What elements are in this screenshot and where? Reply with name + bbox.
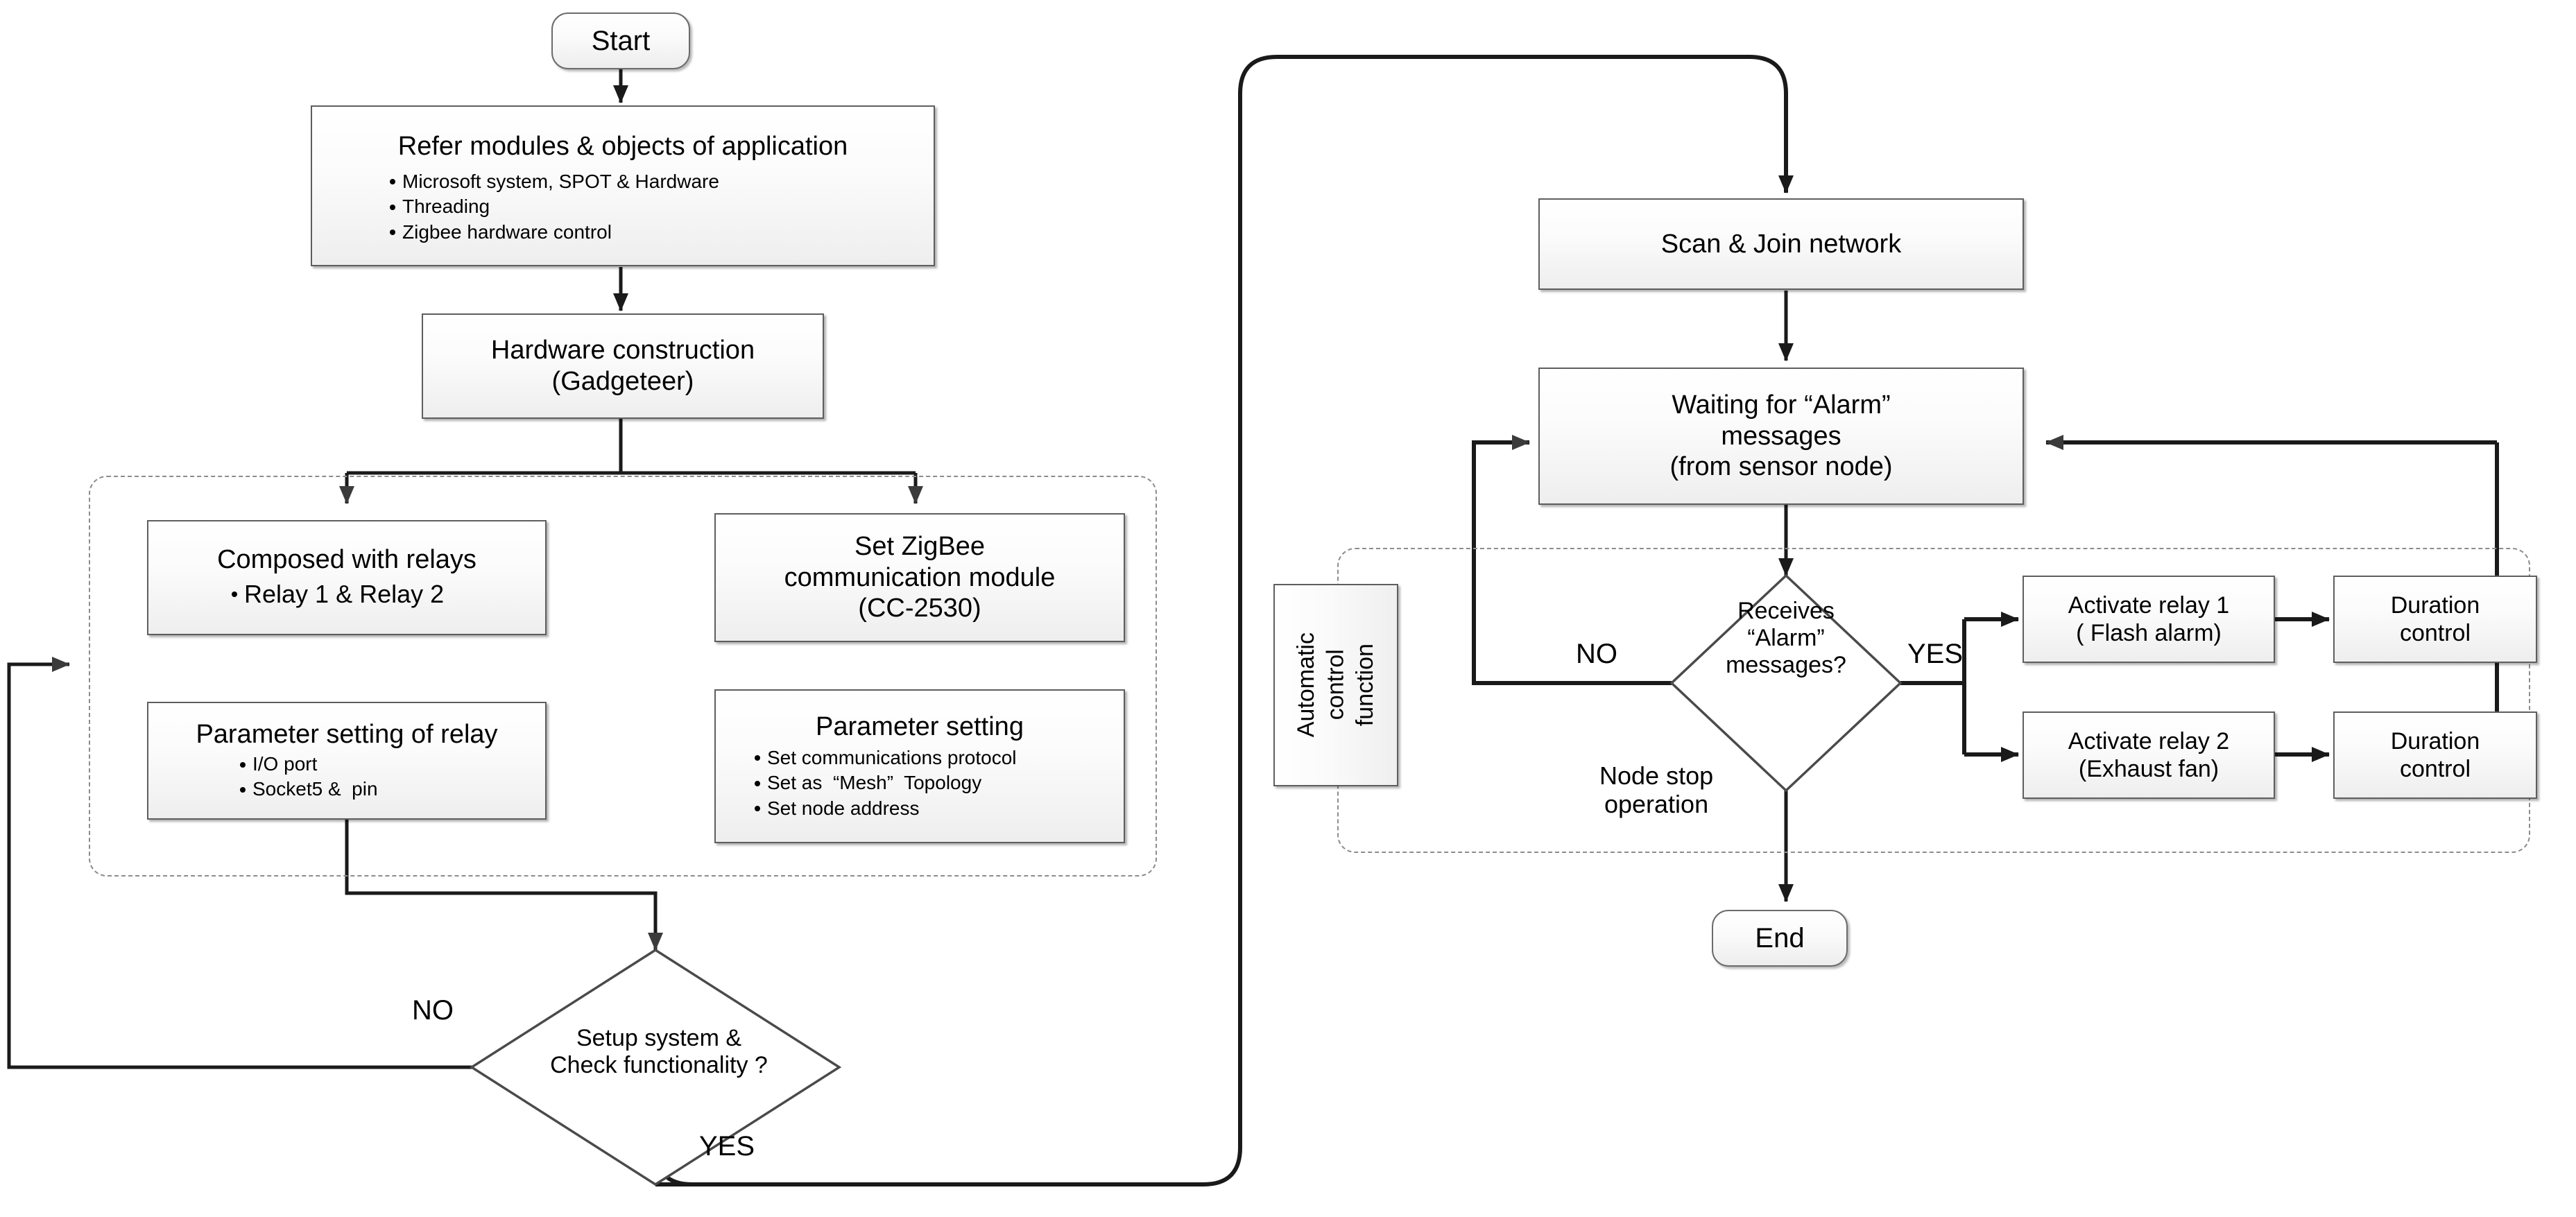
bullet-item: Zigbee hardware control xyxy=(381,220,934,245)
node-refer-modules[interactable]: Refer modules & objects of application M… xyxy=(311,105,935,266)
decision-receives-alarm-yes-label: YES xyxy=(1907,639,1964,669)
node-waiting-alarm-title: Waiting for “Alarm” messages (from senso… xyxy=(1669,390,1893,482)
node-set-zigbee-module[interactable]: Set ZigBee communication module (CC-2530… xyxy=(714,513,1125,642)
node-automatic-control-function-label: Automatic control function xyxy=(1293,632,1379,738)
node-hardware-construction-title: Hardware construction (Gadgeteer) xyxy=(490,336,755,396)
group-frame-hardware-setup xyxy=(89,476,1157,877)
node-refer-modules-title: Refer modules & objects of application xyxy=(397,132,848,161)
node-activate-relay-1[interactable]: Activate relay 1 ( Flash alarm) xyxy=(2023,576,2275,663)
terminal-end[interactable]: End xyxy=(1712,910,1848,967)
node-scan-join-network[interactable]: Scan & Join network xyxy=(1538,198,2024,290)
node-parameter-setting-zigbee-title: Parameter setting xyxy=(816,712,1024,741)
node-hardware-construction[interactable]: Hardware construction (Gadgeteer) xyxy=(422,313,824,419)
node-duration-control-2[interactable]: Duration control xyxy=(2333,711,2537,799)
bullet-item: Set node address xyxy=(746,796,1124,821)
node-composed-with-relays-bullets: Relay 1 & Relay 2 xyxy=(223,578,545,611)
node-parameter-setting-relay-bullets: I/O port Socket5 & pin xyxy=(232,752,545,802)
bullet-item: Relay 1 & Relay 2 xyxy=(223,578,545,611)
decision-setup-check-no-label: NO xyxy=(412,995,454,1026)
decision-receives-alarm-label: Receives “Alarm” messages? xyxy=(1726,598,1846,679)
bullet-item: Threading xyxy=(381,194,934,219)
node-composed-with-relays[interactable]: Composed with relays Relay 1 & Relay 2 xyxy=(147,520,547,635)
node-waiting-alarm[interactable]: Waiting for “Alarm” messages (from senso… xyxy=(1538,368,2024,505)
node-duration-control-1-title: Duration control xyxy=(2390,592,2480,646)
decision-receives-alarm-no-label: NO xyxy=(1576,639,1617,669)
node-parameter-setting-relay[interactable]: Parameter setting of relay I/O port Sock… xyxy=(147,702,547,820)
bullet-item: Set as “Mesh” Topology xyxy=(746,770,1124,795)
bullet-item: I/O port xyxy=(232,752,545,777)
decision-setup-check-yes-label: YES xyxy=(699,1131,755,1162)
node-parameter-setting-relay-title: Parameter setting of relay xyxy=(196,720,498,750)
decision-node-stop-operation-label: Node stop operation xyxy=(1599,761,1714,819)
node-parameter-setting-zigbee-bullets: Set communications protocol Set as “Mesh… xyxy=(746,745,1124,821)
node-activate-relay-1-title: Activate relay 1 ( Flash alarm) xyxy=(2068,592,2230,646)
node-duration-control-1[interactable]: Duration control xyxy=(2333,576,2537,663)
bullet-item: Socket5 & pin xyxy=(232,777,545,802)
node-composed-with-relays-title: Composed with relays xyxy=(217,545,476,575)
terminal-start[interactable]: Start xyxy=(551,12,690,69)
node-duration-control-2-title: Duration control xyxy=(2390,727,2480,782)
node-automatic-control-function[interactable]: Automatic control function xyxy=(1273,584,1398,786)
node-activate-relay-2-title: Activate relay 2 (Exhaust fan) xyxy=(2068,727,2230,782)
node-scan-join-network-title: Scan & Join network xyxy=(1660,229,1902,259)
bullet-item: Set communications protocol xyxy=(746,745,1124,770)
decision-setup-check-label: Setup system & Check functionality ? xyxy=(550,1025,768,1079)
terminal-end-label: End xyxy=(1755,922,1805,953)
node-activate-relay-2[interactable]: Activate relay 2 (Exhaust fan) xyxy=(2023,711,2275,799)
node-set-zigbee-module-title: Set ZigBee communication module (CC-2530… xyxy=(784,531,1056,623)
node-refer-modules-bullets: Microsoft system, SPOT & Hardware Thread… xyxy=(381,169,934,245)
node-parameter-setting-zigbee[interactable]: Parameter setting Set communications pro… xyxy=(714,689,1125,843)
bullet-item: Microsoft system, SPOT & Hardware xyxy=(381,169,934,194)
terminal-start-label: Start xyxy=(591,25,651,56)
